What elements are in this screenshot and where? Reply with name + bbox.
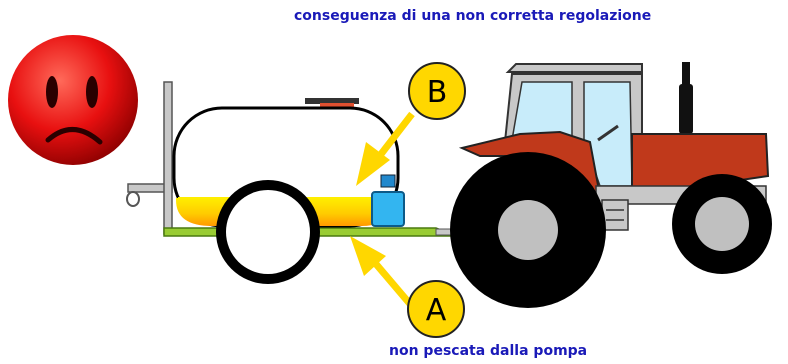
marker-b: B xyxy=(408,62,466,120)
marker-b-label: B xyxy=(427,75,448,110)
trailer-hitch xyxy=(126,183,173,207)
trailer-frame xyxy=(163,227,499,237)
marker-a: A xyxy=(407,280,465,338)
pump xyxy=(371,174,405,227)
bottom-caption: non pescata dalla pompa xyxy=(389,343,588,359)
arrow-icon xyxy=(356,111,415,186)
trailer-wheel xyxy=(216,180,320,284)
trailer-post xyxy=(163,81,173,235)
top-caption: conseguenza di una non corretta regolazi… xyxy=(294,8,652,24)
sad-face-icon xyxy=(8,35,138,165)
marker-a-label: A xyxy=(426,293,447,328)
cab-window-rear xyxy=(511,81,573,141)
arrow-icon xyxy=(350,236,413,307)
tractor xyxy=(450,62,772,308)
tank-cap xyxy=(305,98,359,109)
